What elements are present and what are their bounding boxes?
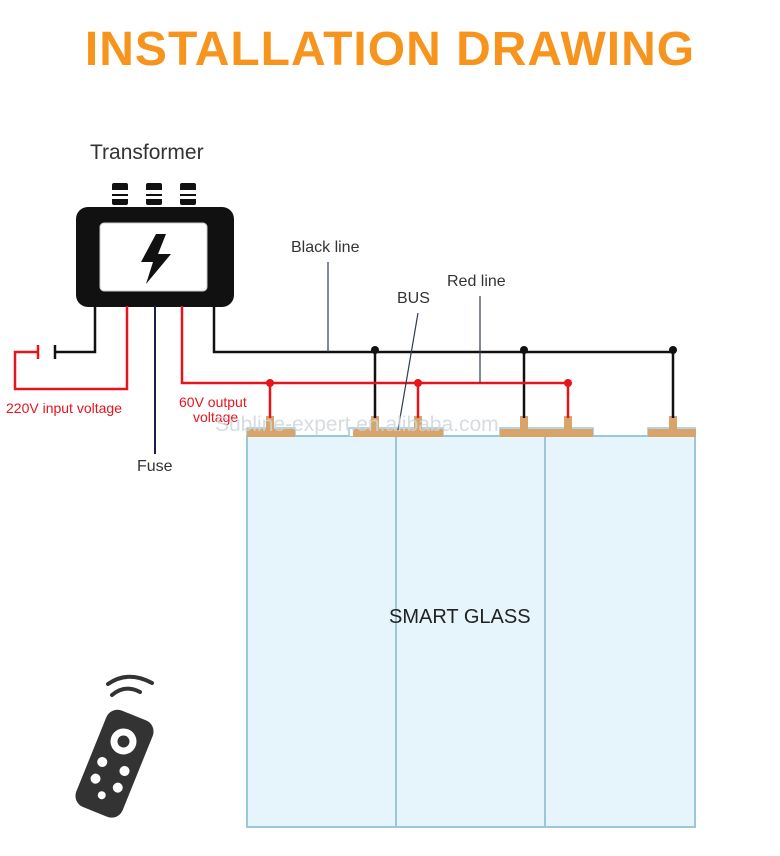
page-title: INSTALLATION DRAWING bbox=[84, 23, 696, 76]
main-red-wire bbox=[180, 306, 568, 385]
input-red-wire bbox=[13, 306, 129, 391]
bus-tab-3a bbox=[520, 416, 528, 430]
bus-bar-4 bbox=[648, 429, 696, 437]
output-voltage-line2: voltage bbox=[193, 409, 239, 425]
glass-panel-2 bbox=[395, 435, 546, 828]
bus-bars bbox=[247, 416, 696, 437]
bus-label: BUS bbox=[397, 290, 430, 307]
black-wires bbox=[53, 306, 675, 418]
fuse-label: Fuse bbox=[137, 458, 173, 475]
bus-tab-2a bbox=[371, 416, 379, 430]
black-line-label: Black line bbox=[291, 239, 360, 256]
remote-control-icon bbox=[75, 709, 154, 818]
bus-tab-2b bbox=[414, 416, 422, 430]
bus-pointer bbox=[397, 312, 419, 431]
transformer-label: Transformer bbox=[90, 141, 204, 164]
bus-bar-1 bbox=[247, 429, 295, 437]
input-voltage-label: 220V input voltage bbox=[6, 400, 122, 416]
output-voltage-label: 60V output voltage bbox=[179, 395, 247, 425]
bus-tab-1 bbox=[266, 416, 274, 430]
bus-bar-3 bbox=[500, 429, 593, 437]
input-black-wire bbox=[55, 306, 97, 354]
red-junctions bbox=[266, 379, 572, 387]
transformer bbox=[76, 183, 234, 307]
bus-tab-4 bbox=[669, 416, 677, 430]
watermark: Subline-expert.en.alibaba.com bbox=[215, 413, 499, 436]
output-voltage-line1: 60V output bbox=[179, 394, 247, 410]
callout-lines bbox=[327, 262, 481, 431]
red-line-label: Red line bbox=[447, 273, 506, 290]
bus-bar-2 bbox=[353, 429, 443, 437]
transformer-terminals bbox=[108, 183, 200, 205]
red-wires bbox=[13, 306, 570, 418]
black-junctions bbox=[371, 346, 677, 354]
main-black-wire bbox=[212, 306, 673, 354]
bus-tab-3b bbox=[564, 416, 572, 430]
smart-glass-label: SMART GLASS bbox=[389, 606, 531, 628]
wifi-signal-icon bbox=[106, 674, 154, 697]
glass-panel-1 bbox=[246, 435, 397, 828]
glass-panel-3 bbox=[544, 435, 696, 828]
lightning-bolt-icon bbox=[141, 234, 171, 284]
